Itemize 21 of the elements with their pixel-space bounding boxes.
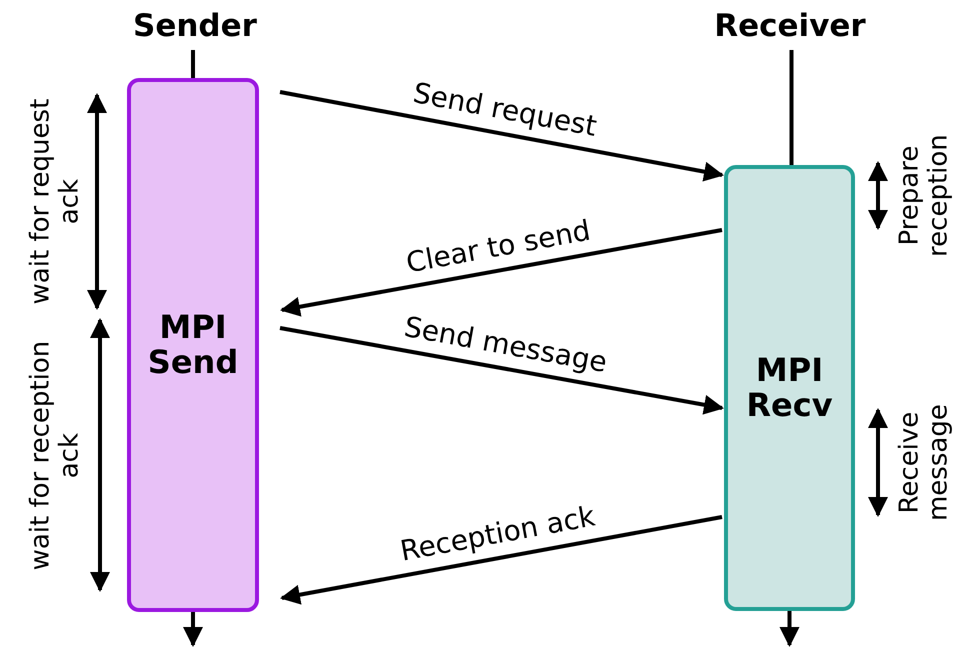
edge-label: Send request (410, 76, 600, 144)
message-arrow (280, 228, 722, 317)
message-arrow (280, 90, 724, 182)
process-box (724, 165, 855, 611)
edge-label: Clear to send (403, 213, 593, 280)
timeline-line (191, 50, 195, 78)
message-arrow (280, 515, 722, 605)
side-label: Prepare reception (895, 133, 953, 259)
side-label: wait for request ack (26, 98, 84, 306)
message-arrow (280, 326, 724, 415)
box-label: MPI Send (146, 310, 240, 380)
lane-title: Receiver (708, 8, 872, 50)
edge-label: Send message (401, 310, 610, 379)
timeline-line (780, 611, 800, 647)
timeline-line (183, 612, 203, 647)
side-label: Receive message (895, 403, 953, 524)
box-label: MPI Recv (745, 352, 834, 424)
timeline-line (790, 50, 794, 165)
edge-label: Reception ack (398, 500, 598, 568)
side-label: wait for reception ack (26, 339, 84, 572)
process-box (127, 78, 259, 612)
